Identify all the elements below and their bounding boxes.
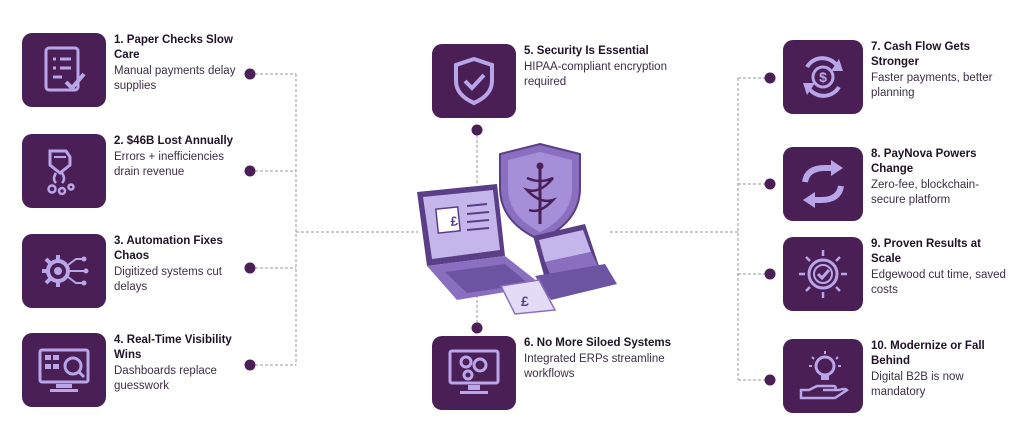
dashboard-monitor-icon bbox=[38, 348, 90, 392]
svg-text:$: $ bbox=[819, 69, 827, 85]
checklist-icon bbox=[44, 46, 86, 92]
connector-dot bbox=[764, 268, 776, 280]
item-cash-flow: $ 7. Cash Flow Gets Stronger Faster paym… bbox=[783, 40, 1011, 114]
item-modernize: 10. Modernize or Fall Behind Digital B2B… bbox=[783, 339, 1011, 413]
connector-dot bbox=[471, 124, 483, 136]
item-tile bbox=[22, 33, 106, 107]
item-description: Integrated ERPs streamline workflows bbox=[524, 353, 665, 380]
item-paper-checks: 1. Paper Checks Slow Care Manual payment… bbox=[22, 33, 250, 107]
connector-dot bbox=[244, 359, 256, 371]
laptop-currency-symbol: £ bbox=[450, 213, 460, 229]
item-title: 3. Automation Fixes Chaos bbox=[114, 235, 223, 262]
monitor-gears-icon bbox=[448, 349, 500, 394]
item-description: Errors + inefficiencies drain revenue bbox=[114, 151, 225, 178]
shield-check-icon bbox=[454, 56, 494, 106]
money-drain-icon bbox=[47, 149, 75, 196]
item-title: 7. Cash Flow Gets Stronger bbox=[871, 41, 971, 68]
receipt-illustration: £ bbox=[499, 279, 557, 315]
item-description: Manual payments delay supplies bbox=[114, 65, 236, 92]
item-siloed: 6. No More Siloed Systems Integrated ERP… bbox=[432, 336, 684, 410]
connector-dot bbox=[764, 374, 776, 386]
item-description: Digital B2B is now mandatory bbox=[871, 371, 964, 398]
item-tile bbox=[432, 336, 516, 410]
item-description: Digitized systems cut delays bbox=[114, 266, 223, 293]
item-tile: $ bbox=[783, 40, 863, 114]
connector-dot bbox=[244, 68, 256, 80]
item-description: Edgewood cut time, saved costs bbox=[871, 269, 1006, 296]
item-description: Dashboards replace guesswork bbox=[114, 365, 217, 392]
item-title: 9. Proven Results at Scale bbox=[871, 238, 981, 265]
connector-dot bbox=[244, 165, 256, 177]
item-title: 10. Modernize or Fall Behind bbox=[871, 340, 985, 367]
item-tile bbox=[22, 234, 106, 308]
item-automation: 3. Automation Fixes Chaos Digitized syst… bbox=[22, 234, 250, 308]
connector-dot bbox=[244, 262, 256, 274]
medical-shield-illustration bbox=[499, 142, 581, 242]
item-proven-results: 9. Proven Results at Scale Edgewood cut … bbox=[783, 237, 1011, 311]
item-description: HIPAA-compliant encryption required bbox=[524, 61, 667, 88]
badge-check-icon bbox=[799, 250, 847, 298]
item-lost-annually: 2. $46B Lost Annually Errors + inefficie… bbox=[22, 134, 250, 208]
item-title: 5. Security Is Essential bbox=[524, 45, 649, 57]
item-description: Zero-fee, blockchain-secure platform bbox=[871, 179, 980, 206]
connector-dot bbox=[764, 72, 776, 84]
receipt-currency-symbol: £ bbox=[521, 293, 529, 309]
item-title: 2. $46B Lost Annually bbox=[114, 135, 234, 147]
center-illustration: £ £ bbox=[417, 142, 617, 315]
item-paynova: 8. PayNova Powers Change Zero-fee, block… bbox=[783, 147, 1011, 221]
item-title: 1. Paper Checks Slow Care bbox=[114, 34, 233, 61]
item-title: 8. PayNova Powers Change bbox=[871, 148, 977, 175]
hand-bulb-icon bbox=[799, 351, 849, 400]
refresh-arrows-icon bbox=[802, 160, 844, 208]
item-tile bbox=[783, 339, 863, 413]
dollar-cycle-icon: $ bbox=[803, 56, 843, 98]
item-visibility: 4. Real-Time Visibility Wins Dashboards … bbox=[22, 333, 250, 407]
connector-dot bbox=[471, 322, 483, 334]
item-tile bbox=[22, 134, 106, 208]
item-tile bbox=[22, 333, 106, 407]
connector-dot bbox=[764, 178, 776, 190]
item-security: 5. Security Is Essential HIPAA-compliant… bbox=[432, 44, 674, 118]
gear-circuit-icon bbox=[42, 255, 89, 287]
item-description: Faster payments, better planning bbox=[871, 72, 993, 99]
item-tile bbox=[432, 44, 516, 118]
item-tile bbox=[783, 237, 863, 311]
item-tile bbox=[783, 147, 863, 221]
payment-terminal-illustration bbox=[533, 224, 617, 300]
item-title: 6. No More Siloed Systems bbox=[524, 337, 671, 349]
item-title: 4. Real-Time Visibility Wins bbox=[114, 334, 232, 361]
